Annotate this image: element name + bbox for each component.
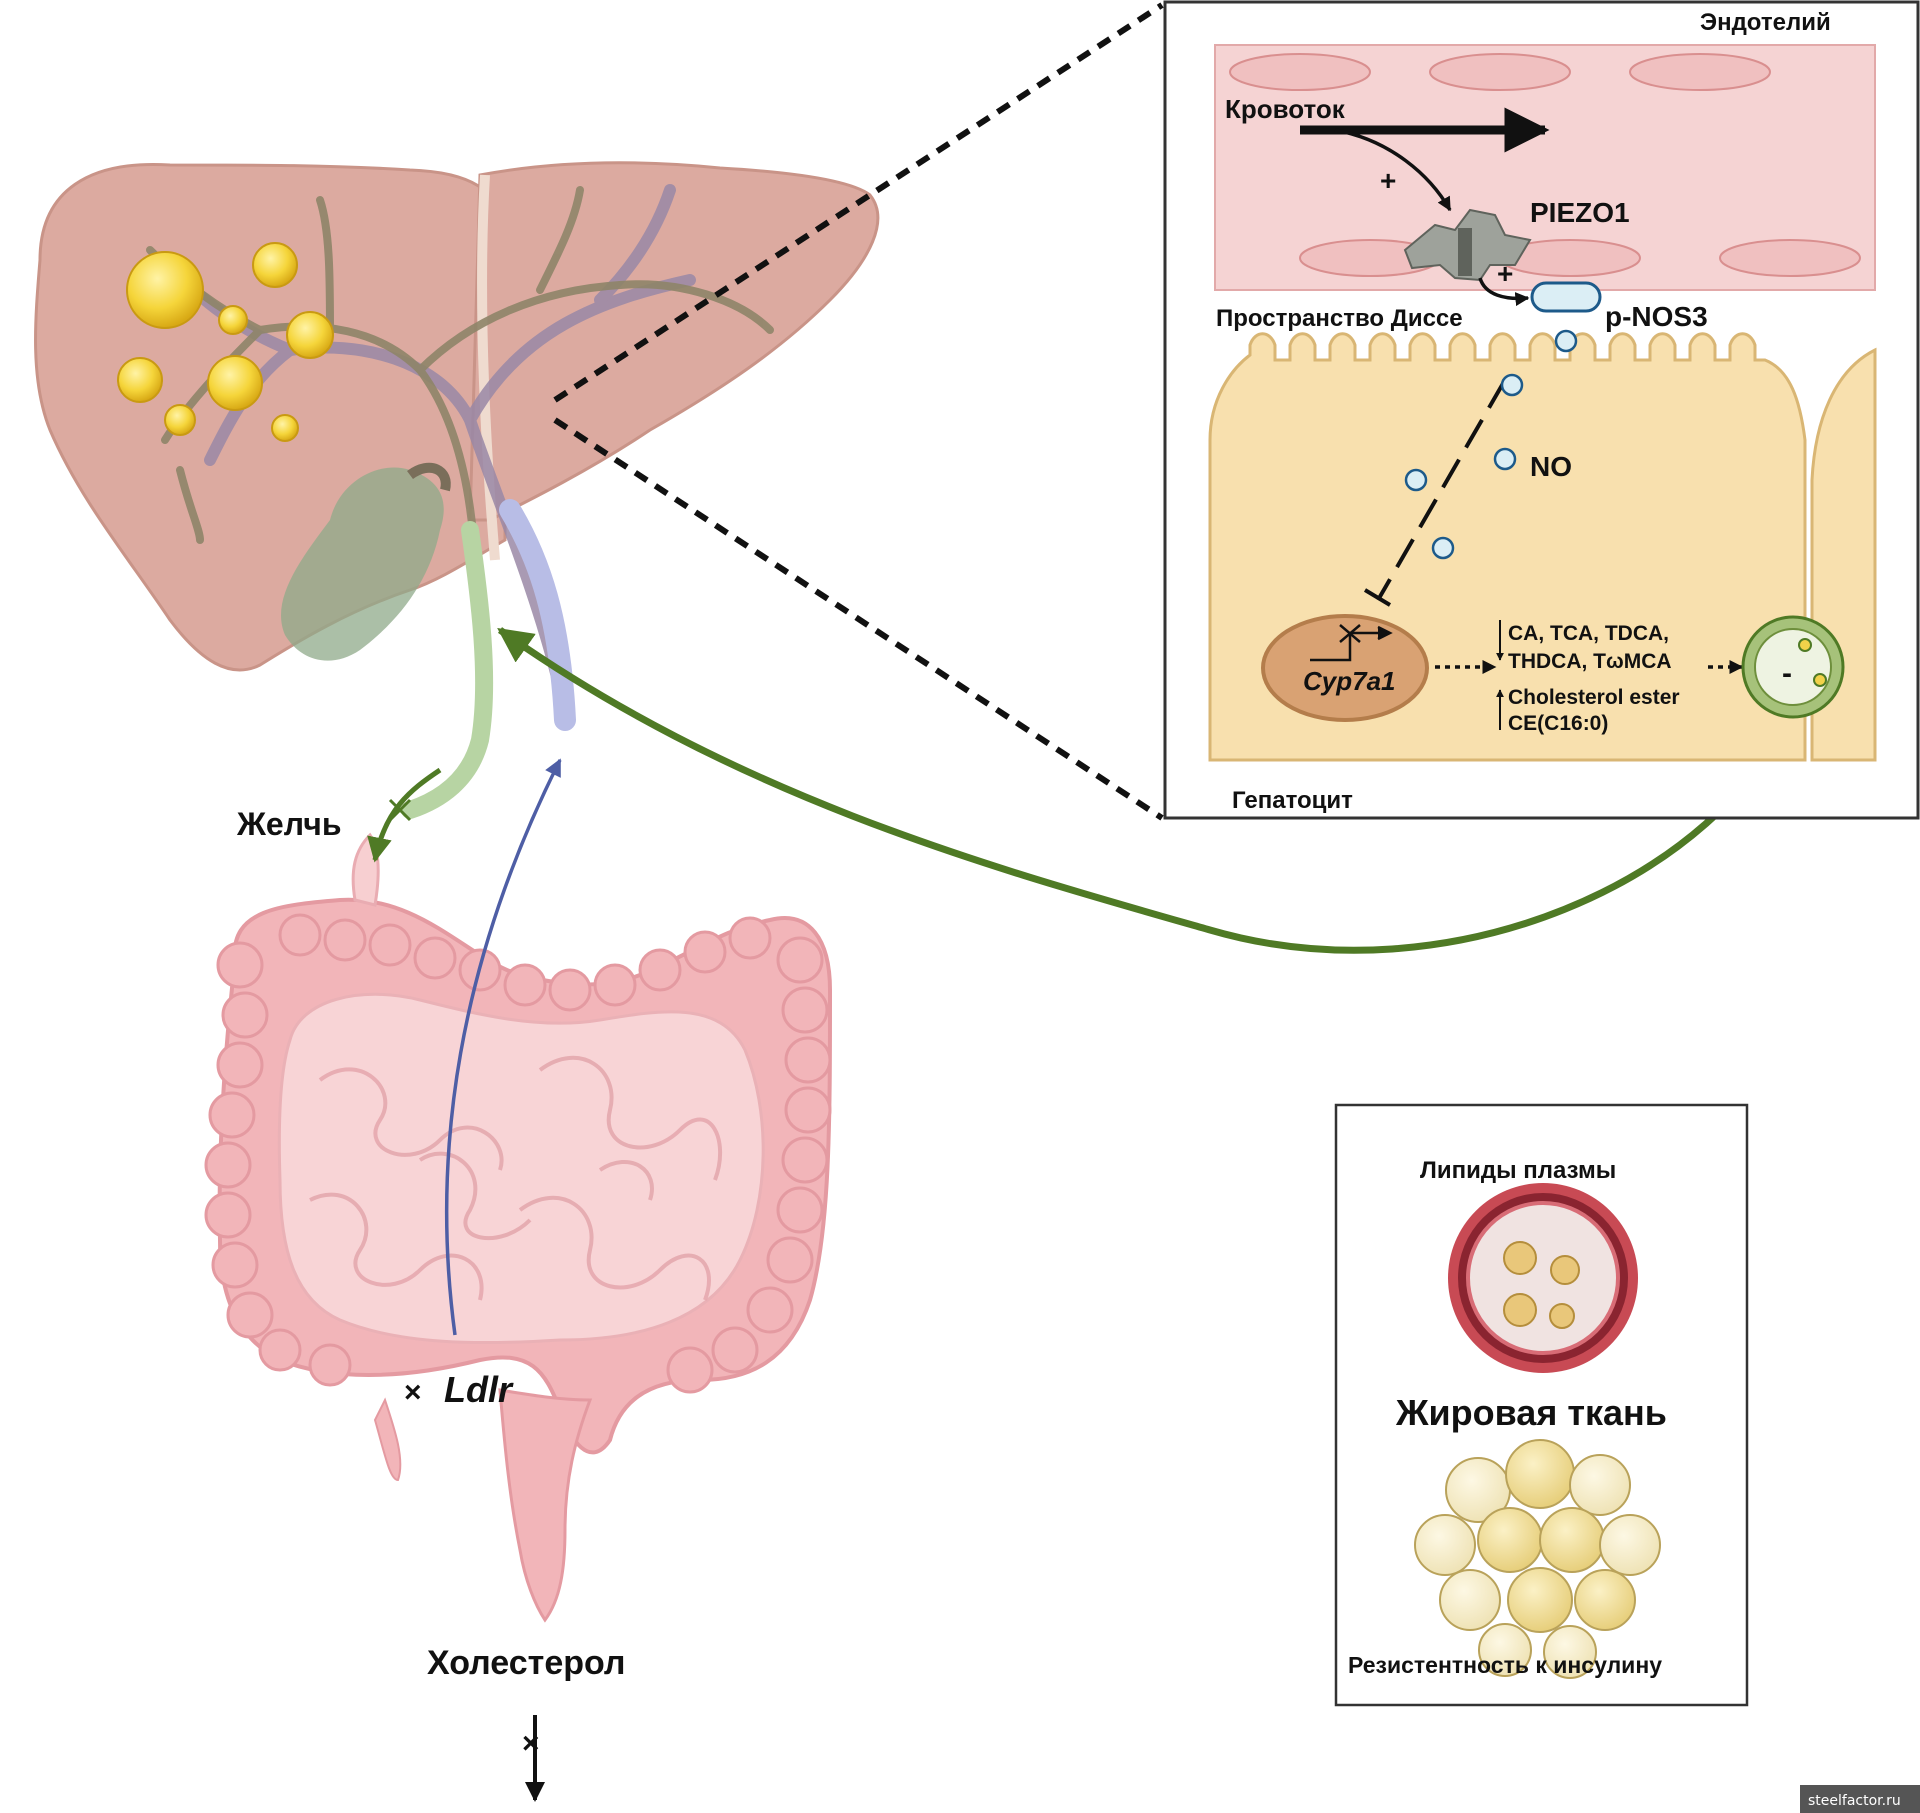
- zoom-lines: [553, 2, 1164, 821]
- colon-haustra: [204, 913, 832, 1394]
- disse-space-label: Пространство Диссе: [1216, 305, 1463, 332]
- endothelium-label: Эндотелий: [1700, 9, 1831, 36]
- portal-vein: [499, 499, 576, 731]
- no-molecule: [1500, 373, 1524, 397]
- fat-droplet: [271, 414, 299, 442]
- cyp7a1-promoter: [1310, 624, 1393, 662]
- inset-panel: Эндотелий Кровоток + PIEZO1 + p-NOS3 Про…: [1163, 0, 1920, 820]
- plasma-lipids-label: Липиды плазмы: [1420, 1157, 1616, 1184]
- appendix: [373, 1397, 402, 1482]
- bile-label: Желчь: [236, 806, 342, 842]
- p-nos3-capsule: [1530, 281, 1602, 313]
- p-nos3-label: p-NOS3: [1605, 301, 1708, 332]
- no-molecule: [1554, 329, 1578, 353]
- cholesterol-label: Холестерол: [427, 1644, 626, 1682]
- bile-flow-arrow: [367, 767, 442, 863]
- fat-droplet: [117, 357, 163, 403]
- fat-droplet: [252, 242, 298, 288]
- flow-to-piezo1-arrow: [1334, 128, 1452, 212]
- blood-flow-label: Кровоток: [1225, 94, 1346, 124]
- gallbladder: [281, 467, 444, 661]
- liver-right-lobe: [34, 162, 507, 672]
- no-molecule: [1493, 447, 1517, 471]
- rectum: [498, 1388, 593, 1623]
- bile-flow-block-cross: [388, 798, 412, 822]
- fat-droplet: [164, 404, 196, 436]
- blood-vessel-icon: [1448, 1183, 1638, 1373]
- fat-droplets: [117, 242, 334, 442]
- no-label: NO: [1530, 451, 1572, 482]
- bile-canaliculus: [1741, 615, 1845, 719]
- adipocyte-cluster: [1414, 1439, 1661, 1679]
- plus-sign-2: +: [1497, 258, 1513, 289]
- fat-droplet: [218, 305, 248, 335]
- fat-droplet: [126, 251, 204, 329]
- duodenum: [351, 832, 380, 907]
- no-molecules: [1404, 329, 1578, 560]
- piezo1-label: PIEZO1: [1530, 197, 1630, 228]
- watermark: steelfactor.ru: [1808, 1793, 1901, 1809]
- no-molecule: [1431, 536, 1455, 560]
- gallbladder-neck: [407, 462, 451, 492]
- common-bile-duct: [401, 521, 494, 819]
- fat-droplet: [286, 311, 334, 359]
- plus-sign-1: +: [1380, 165, 1396, 196]
- cholesterol-reabsorption-arrow: [444, 758, 562, 1336]
- liver-left-lobe: [468, 161, 880, 522]
- no-molecule: [1404, 468, 1428, 492]
- small-intestine: [277, 992, 765, 1345]
- cholesterol-excretion-cross: ×: [522, 1727, 540, 1760]
- piezo1-channel: [1403, 208, 1532, 282]
- bile-acids-line1: CA, TCA, TDCA,: [1508, 622, 1669, 645]
- hepatocyte-label: Гепатоцит: [1232, 787, 1353, 814]
- bile-acid-signal-arrow: [497, 627, 1799, 954]
- fat-droplet: [207, 355, 263, 411]
- small-intestine-loops: [309, 1055, 723, 1301]
- no-inhibition-line: [1363, 379, 1507, 607]
- cyp7a1-gene-label: Cyp7a1: [1303, 666, 1396, 696]
- watermark-bg: [1800, 1785, 1920, 1813]
- bile-acids-line2: THDCA, TωMCA: [1508, 650, 1672, 673]
- intestine: [204, 832, 833, 1623]
- insulin-resistance-label: Резистентность к инсулину: [1348, 1652, 1662, 1678]
- ldlr-label: Ldlr: [444, 1369, 514, 1410]
- nucleus: [1261, 614, 1429, 722]
- liver: [34, 161, 880, 819]
- ce-c16-label: CE(C16:0): [1508, 712, 1608, 735]
- adipose-tissue-label: Жировая ткань: [1395, 1392, 1667, 1433]
- endothelial-cells: [1229, 53, 1861, 277]
- ldlr-cross: ×: [404, 1376, 422, 1409]
- piezo1-to-nos3-arrow: [1478, 277, 1530, 307]
- cholesterol-ester-label: Cholesterol ester: [1508, 686, 1680, 709]
- minus-sign: -: [1782, 657, 1792, 690]
- legend-box: Липиды плазмы Жировая ткань Р: [1334, 1103, 1749, 1707]
